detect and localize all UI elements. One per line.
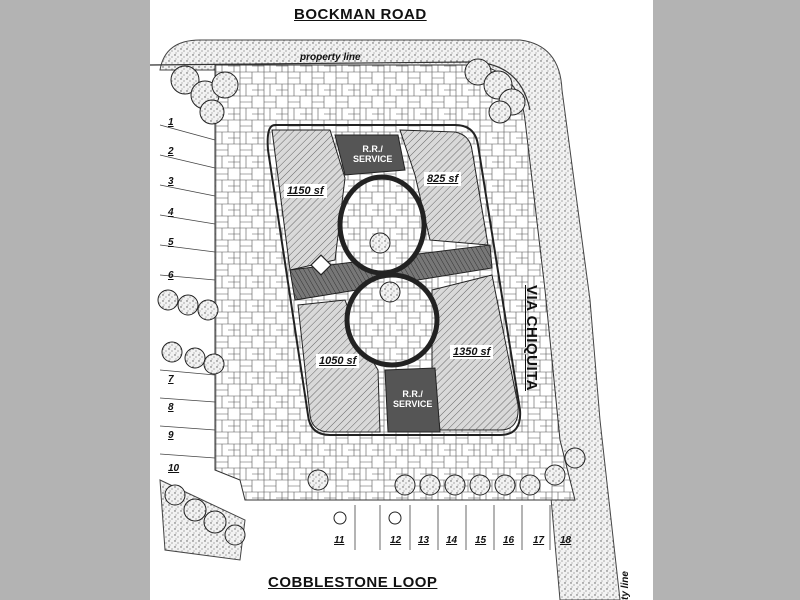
tree-s-1 <box>307 469 329 491</box>
site-plan-drawing <box>150 39 621 600</box>
parking-number-14: 14 <box>446 535 458 546</box>
tree-nw-3 <box>211 71 239 99</box>
parking-number-13: 13 <box>418 535 430 546</box>
service-label-south-line2: SERVICE <box>393 399 433 409</box>
parking-number-6: 6 <box>168 270 174 281</box>
road-label-north: BOCKMAN ROAD <box>294 6 427 23</box>
tree-bl-4 <box>224 524 246 546</box>
oval-courtyard-north <box>337 174 427 276</box>
parking-number-9: 9 <box>168 430 174 441</box>
property-line-label-corner: ty line <box>620 571 631 600</box>
tree-w-4 <box>161 341 183 363</box>
fountain-feature <box>310 254 332 276</box>
tree-s-9 <box>564 447 586 469</box>
parking-stalls-left <box>159 124 216 459</box>
tree-s-5 <box>469 474 491 496</box>
road-label-south: COBBLESTONE LOOP <box>268 574 438 591</box>
oval-courtyard-south <box>344 272 440 368</box>
site-marker-1 <box>333 511 347 525</box>
service-label-north-line1: R.R./ <box>362 144 383 154</box>
building-area-ne: 825 sf <box>424 172 462 186</box>
tree-court-s <box>379 281 401 303</box>
parking-number-5: 5 <box>168 237 174 248</box>
parking-number-1: 1 <box>168 117 174 128</box>
parking-number-3: 3 <box>168 176 174 187</box>
parking-number-8: 8 <box>168 402 174 413</box>
parking-number-11: 11 <box>334 535 345 546</box>
tree-bl-1 <box>164 484 186 506</box>
tree-s-4 <box>444 474 466 496</box>
tree-w-6 <box>203 353 225 375</box>
parking-number-17: 17 <box>533 535 545 546</box>
tree-nw-1 <box>170 65 200 95</box>
service-label-south: R.R./ SERVICE <box>390 387 436 411</box>
service-label-north-line2: SERVICE <box>353 154 393 164</box>
parking-number-15: 15 <box>475 535 487 546</box>
tree-w-5 <box>184 347 206 369</box>
parking-number-18: 18 <box>560 535 572 546</box>
trees <box>157 58 586 546</box>
tree-s-6 <box>494 474 516 496</box>
site-marker-2 <box>388 511 402 525</box>
parking-number-2: 2 <box>168 146 174 157</box>
tree-s-7 <box>519 474 541 496</box>
parking-number-12: 12 <box>390 535 402 546</box>
tree-ne-1 <box>464 58 492 86</box>
tree-w-2 <box>177 294 199 316</box>
tree-s-3 <box>419 474 441 496</box>
parking-number-10: 10 <box>168 463 180 474</box>
tree-bl-3 <box>203 510 227 534</box>
tree-w-3 <box>197 299 219 321</box>
tree-s-2 <box>394 474 416 496</box>
road-label-east: VIA CHIQUITA <box>523 285 540 391</box>
building-ne <box>399 129 489 246</box>
parking-number-7: 7 <box>168 374 174 385</box>
tree-s-8 <box>544 464 566 486</box>
tree-court-n <box>369 232 391 254</box>
tree-nw-4 <box>199 99 225 125</box>
building-area-sw: 1050 sf <box>316 354 360 368</box>
building-area-nw: 1150 sf <box>284 184 327 198</box>
building-area-se: 1350 sf <box>450 345 494 359</box>
tree-ne-4 <box>488 100 512 124</box>
parking-stalls-bottom <box>354 505 551 550</box>
service-label-north: R.R./ SERVICE <box>350 142 396 166</box>
property-line-label: property line <box>300 52 361 63</box>
tree-bl-2 <box>183 498 207 522</box>
service-label-south-line1: R.R./ <box>402 389 423 399</box>
tree-w-1 <box>157 289 179 311</box>
parking-number-4: 4 <box>168 207 174 218</box>
site-plan-sheet: BOCKMAN ROAD COBBLESTONE LOOP VIA CHIQUI… <box>150 0 653 600</box>
parking-number-16: 16 <box>503 535 515 546</box>
